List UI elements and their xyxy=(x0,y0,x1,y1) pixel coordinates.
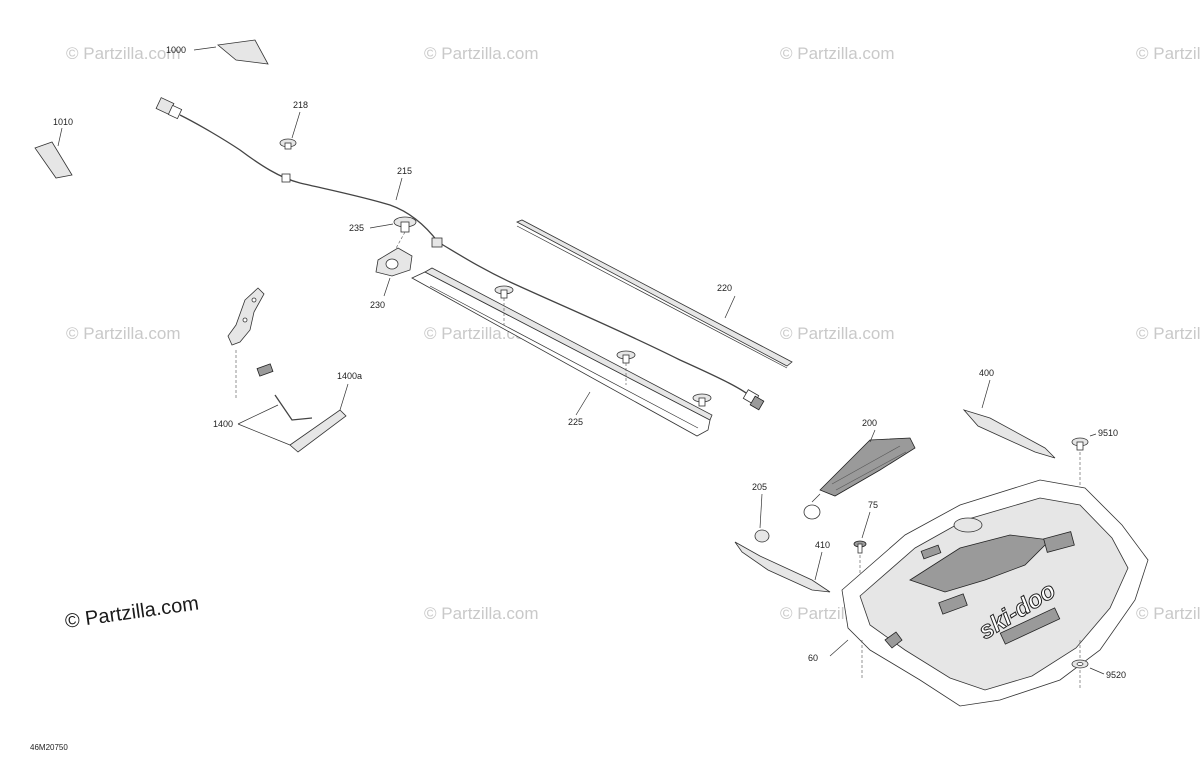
callout-235: 235 xyxy=(349,223,364,233)
watermark: © Partzilla.com xyxy=(780,324,895,343)
callout-1000: 1000 xyxy=(166,45,186,55)
watermark: © Partzilla.com xyxy=(66,44,181,63)
part-9510-rivet: 9510 xyxy=(1071,428,1118,490)
part-200-grille: 200 xyxy=(819,418,916,497)
callout-220: 220 xyxy=(717,283,732,293)
part-9520-washer: 9520 xyxy=(1071,640,1126,690)
callout-75: 75 xyxy=(868,500,878,510)
part-1010-decal: 1010 xyxy=(34,117,73,179)
watermark: © Partzilla.com xyxy=(780,44,895,63)
watermark: © Partzilla.com xyxy=(1136,324,1200,343)
watermark: © Partzilla.com xyxy=(1136,44,1200,63)
callout-200: 200 xyxy=(862,418,877,428)
watermark: © Partzilla.com xyxy=(66,324,181,343)
part-215-wire-harness: 215 xyxy=(155,97,765,411)
part-205-grommet: 205 xyxy=(752,482,821,543)
callout-1400: 1400 xyxy=(213,419,233,429)
part-1000-decal: 1000 xyxy=(166,39,269,65)
part-218-clip: 218 xyxy=(279,100,308,150)
callout-400: 400 xyxy=(979,368,994,378)
callout-1010: 1010 xyxy=(53,117,73,127)
callout-215: 215 xyxy=(397,166,412,176)
callout-218: 218 xyxy=(293,100,308,110)
watermark-main: © Partzilla.com xyxy=(64,592,201,633)
callout-9520: 9520 xyxy=(1106,670,1126,680)
part-60-hood: ski-doo 60 xyxy=(808,479,1149,707)
diagram-reference-number: 46M20750 xyxy=(30,743,68,752)
part-220-strip: 220 xyxy=(516,219,793,369)
callout-205: 205 xyxy=(752,482,767,492)
callout-1400a: 1400a xyxy=(337,371,362,381)
part-225-rail: 225 xyxy=(411,267,713,437)
part-400-deflector: 400 xyxy=(962,368,1056,459)
part-410-deflector: 410 xyxy=(734,540,831,593)
part-1400-tool-kit: 1400 1400a xyxy=(213,287,362,453)
callout-410: 410 xyxy=(815,540,830,550)
part-235-clip: 235 xyxy=(349,216,417,233)
watermark: © Partzilla.com xyxy=(1136,604,1200,623)
watermark: © Partzilla.com xyxy=(424,44,539,63)
callout-60: 60 xyxy=(808,653,818,663)
callout-225: 225 xyxy=(568,417,583,427)
callout-230: 230 xyxy=(370,300,385,310)
watermark: © Partzilla.com xyxy=(424,604,539,623)
part-230-bracket: 230 xyxy=(370,231,413,310)
callout-9510: 9510 xyxy=(1098,428,1118,438)
